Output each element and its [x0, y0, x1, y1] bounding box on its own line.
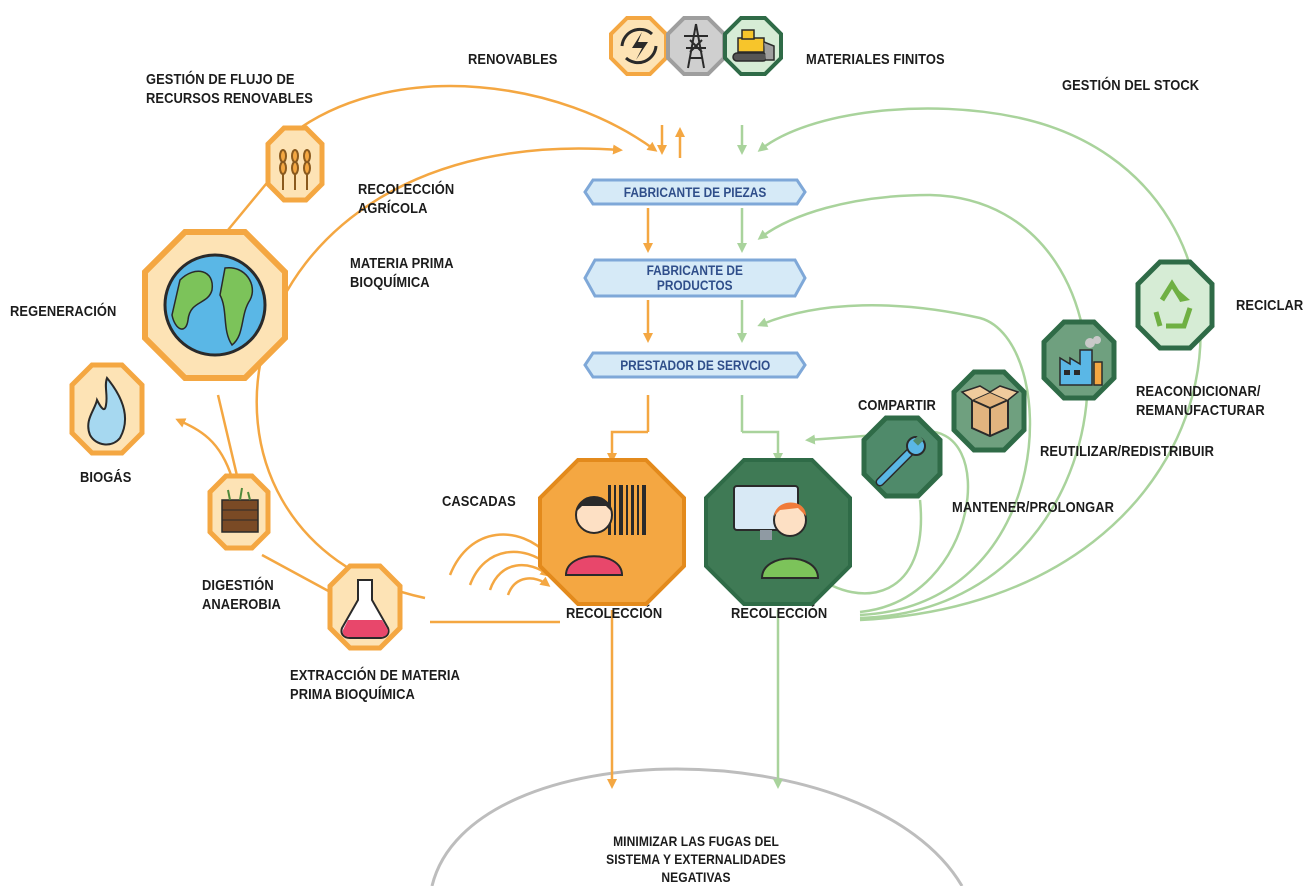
wheat-icon — [265, 125, 325, 203]
renewable-energy-icon — [609, 16, 668, 76]
product-maker-banner: FABRICANTE DE PRODUCTOS — [583, 257, 807, 299]
tech-collection-label: RECOLECCIÓN — [731, 605, 828, 622]
finite-materials-label: MATERIALES FINITOS — [806, 51, 945, 68]
factory-icon — [1041, 319, 1117, 401]
parts-maker-banner: FABRICANTE DE PIEZAS — [583, 177, 807, 207]
wrench-icon — [861, 415, 943, 499]
feedstock-extraction-label: EXTRACCIÓN DE MATERIA PRIMA BIOQUÍMICA — [290, 667, 460, 703]
recycle-label: RECICLAR — [1236, 297, 1304, 314]
share-label: COMPARTIR — [858, 397, 936, 414]
parts-maker-label: FABRICANTE DE PIEZAS — [623, 184, 767, 200]
box-icon — [951, 369, 1027, 453]
barcode-person-icon — [538, 458, 686, 606]
earth-icon — [142, 229, 288, 381]
service-provider-label: PRESTADOR DE SERVCIO — [619, 357, 771, 373]
refurbish-label: REACONDICIONAR/ REMANUFACTURAR — [1136, 383, 1265, 419]
cascades-label: CASCADAS — [442, 493, 516, 510]
flame-icon — [69, 362, 145, 456]
soil-icon — [207, 473, 271, 551]
flask-icon — [327, 563, 403, 651]
biochemical-feedstock-label: MATERIA PRIMA BIOQUÍMICA — [350, 255, 454, 291]
finite-flows — [737, 107, 1202, 789]
computer-user-icon — [704, 458, 852, 606]
reuse-label: REUTILIZAR/REDISTRIBUIR — [1040, 443, 1214, 460]
renewable-flows — [175, 84, 685, 789]
recycle-icon — [1135, 259, 1215, 351]
agricultural-collection-label: RECOLECCIÓN AGRÍCOLA — [358, 181, 455, 217]
stock-management-label: GESTIÓN DEL STOCK — [1062, 77, 1200, 94]
bulldozer-icon — [723, 16, 783, 76]
service-provider-banner: PRESTADOR DE SERVCIO — [583, 350, 807, 380]
leakage-dome — [430, 767, 964, 886]
product-maker-label: FABRICANTE DE PRODUCTOS — [646, 263, 744, 293]
power-tower-icon — [666, 16, 726, 76]
anaerobic-digestion-label: DIGESTIÓN ANAEROBIA — [202, 577, 281, 613]
renewable-flow-management-label: GESTIÓN DE FLUJO DE RECURSOS RENOVABLES — [146, 71, 313, 107]
maintain-label: MANTENER/PROLONGAR — [952, 499, 1115, 516]
bio-collection-label: RECOLECCIÓN — [566, 605, 663, 622]
regeneration-label: REGENERACIÓN — [10, 303, 117, 320]
renewables-label: RENOVABLES — [468, 51, 558, 68]
biogas-label: BIOGÁS — [80, 469, 132, 486]
leakage-label: MINIMIZAR LAS FUGAS DEL SISTEMA Y EXTERN… — [606, 833, 786, 885]
